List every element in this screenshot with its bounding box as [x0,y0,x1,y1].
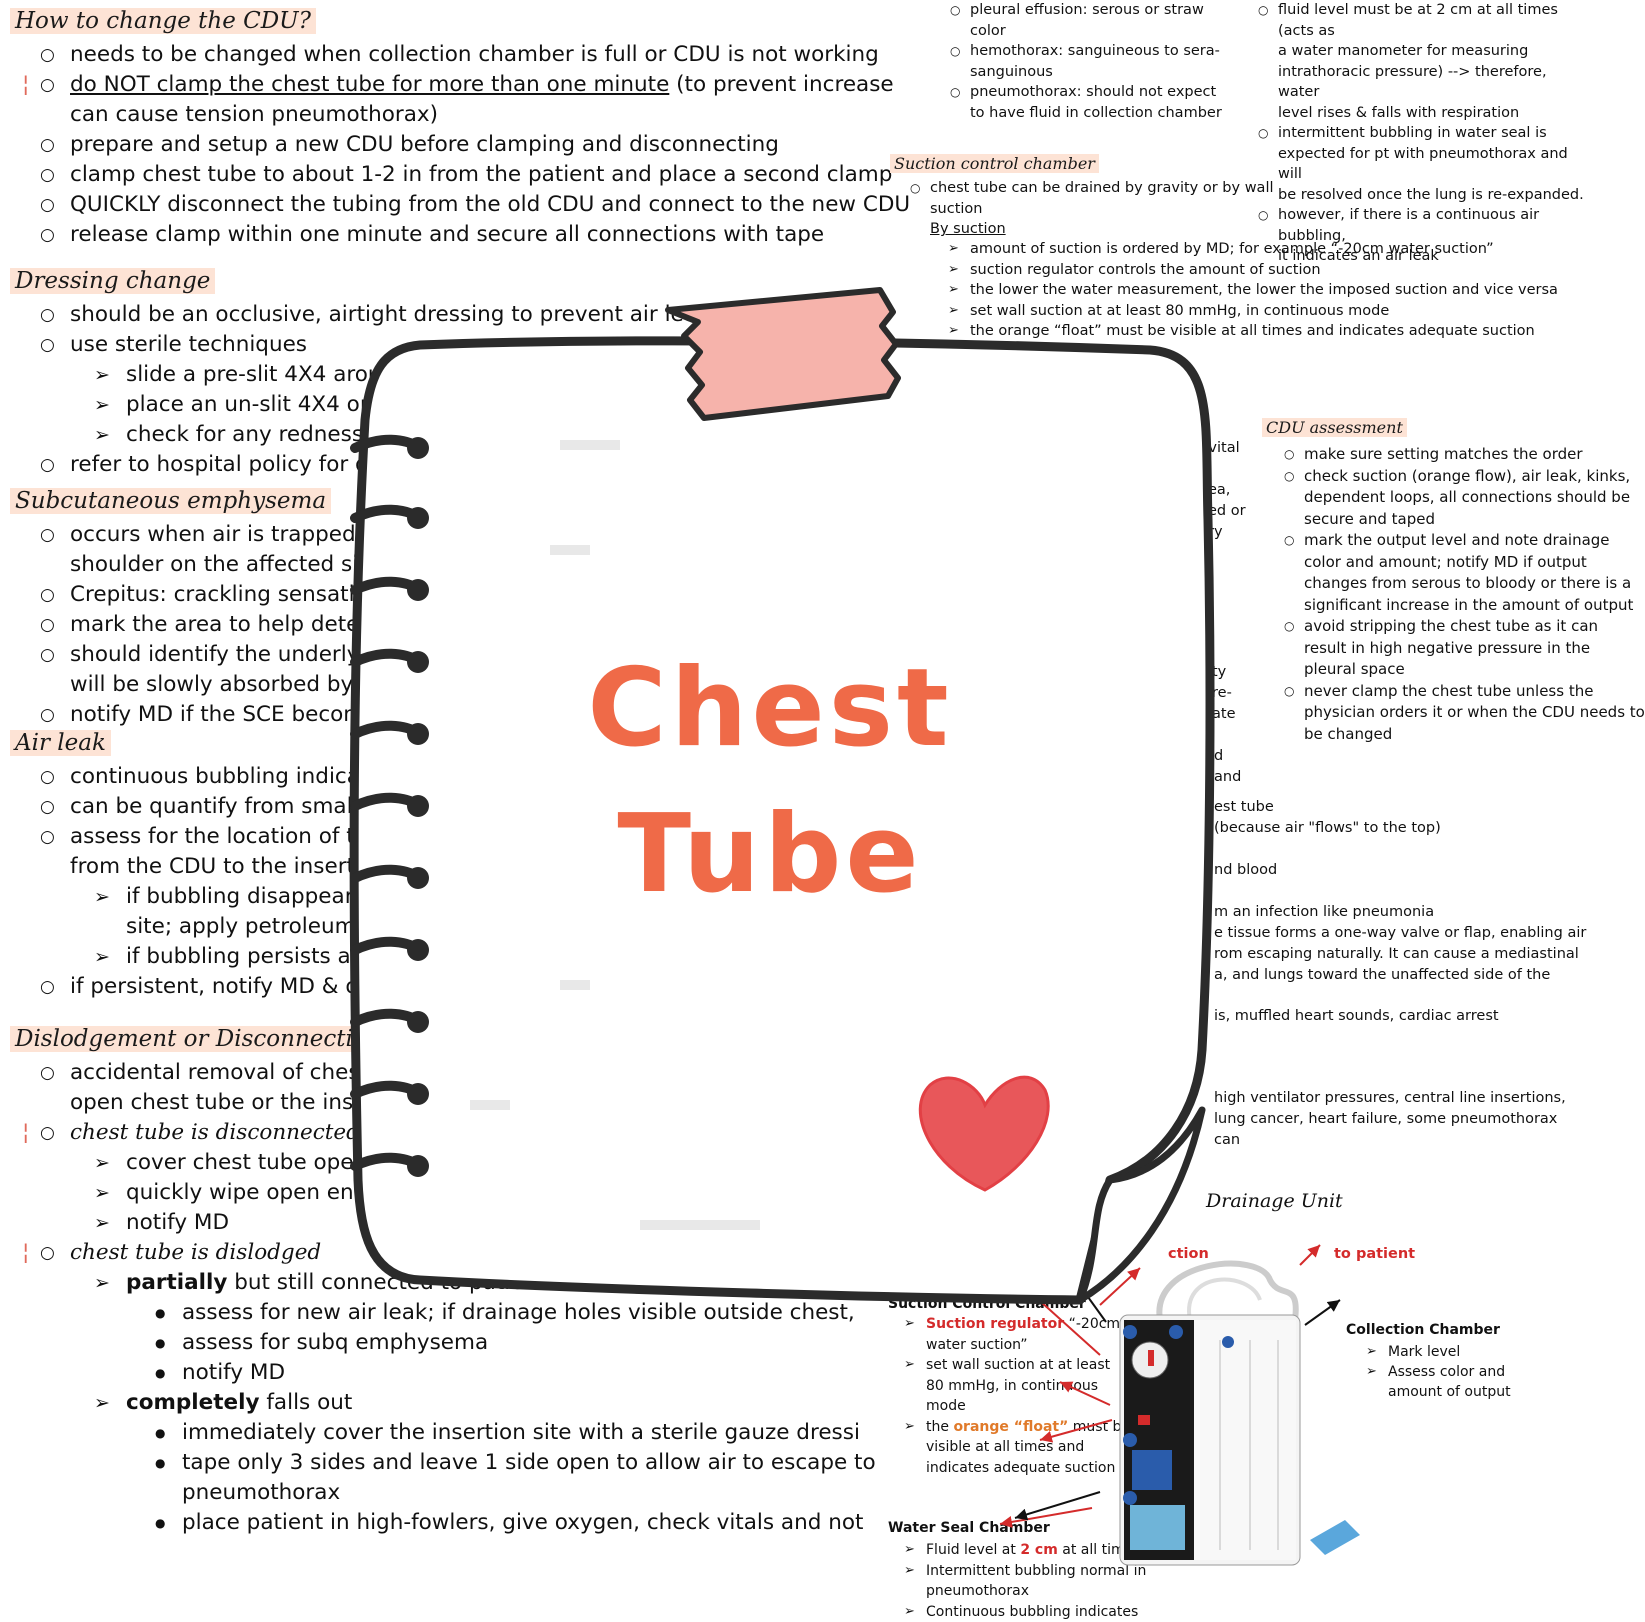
notebook-title-line2: Tube [560,780,980,930]
washi-tape [668,290,898,418]
notebook-title-line1: Chest [560,634,980,784]
